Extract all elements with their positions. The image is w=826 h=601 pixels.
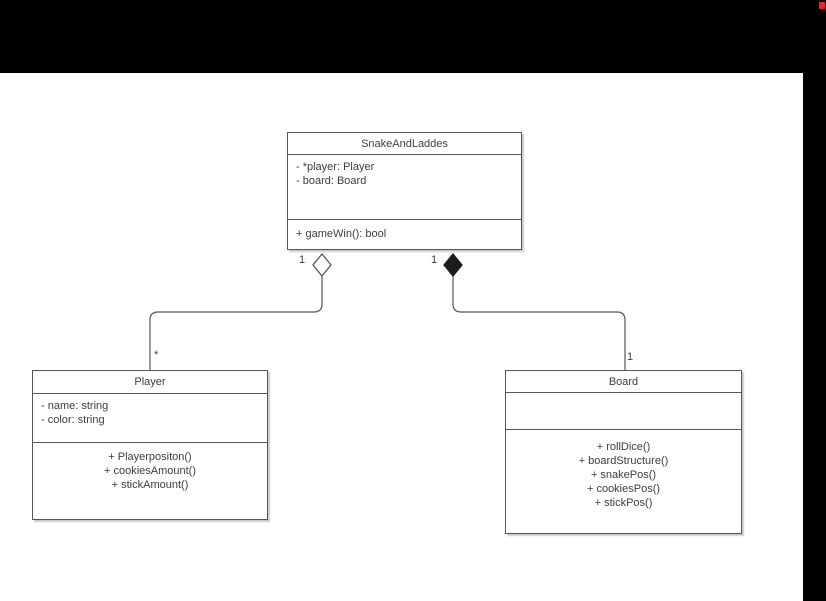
class-methods-section: + rollDice() + boardStructure() + snakeP… (506, 429, 741, 533)
class-methods-section: + gameWin(): bool (288, 219, 521, 249)
method-row: + cookiesPos() (586, 483, 661, 495)
multiplicity-label: * (154, 349, 159, 361)
method-row: + stickAmount() (111, 479, 189, 491)
class-attributes-section (506, 392, 741, 429)
class-attributes-section: - *player: Player - board: Board (288, 154, 521, 219)
method-row: + Playerpositon() (108, 451, 192, 463)
class-title: SnakeAndLaddes (361, 137, 448, 150)
method-row: + stickPos() (594, 497, 653, 509)
method-row: + gameWin(): bool (296, 228, 387, 240)
class-board[interactable]: Board + rollDice() + boardStructure() + … (505, 370, 742, 534)
class-title: Board (608, 375, 639, 388)
composition-connector[interactable] (452, 276, 626, 370)
attribute-row: - name: string (41, 400, 109, 412)
composition-diamond-icon[interactable] (443, 252, 463, 278)
multiplicity-label: 1 (299, 254, 306, 266)
record-indicator-icon (819, 2, 825, 9)
aggregation-diamond-icon[interactable] (312, 252, 332, 278)
attribute-row: - board: Board (296, 175, 367, 187)
aggregation-connector[interactable] (149, 276, 323, 370)
class-player[interactable]: Player - name: string - color: string + … (32, 370, 268, 520)
multiplicity-label: 1 (431, 254, 438, 266)
class-attributes-section: - name: string - color: string (33, 393, 267, 442)
method-row: + rollDice() (596, 441, 651, 453)
right-black-bar (803, 73, 826, 601)
top-black-bar (0, 0, 826, 73)
class-snakeandladdes[interactable]: SnakeAndLaddes - *player: Player - board… (287, 132, 522, 250)
attribute-row: - *player: Player (296, 161, 375, 173)
class-title: Player (134, 376, 166, 388)
attribute-row: - color: string (41, 414, 105, 426)
method-row: + cookiesAmount() (103, 465, 196, 477)
multiplicity-label: 1 (627, 351, 634, 363)
method-row: + boardStructure() (578, 455, 669, 467)
method-row: + snakePos() (590, 469, 657, 481)
class-methods-section: + Playerpositon() + cookiesAmount() + st… (33, 442, 267, 519)
